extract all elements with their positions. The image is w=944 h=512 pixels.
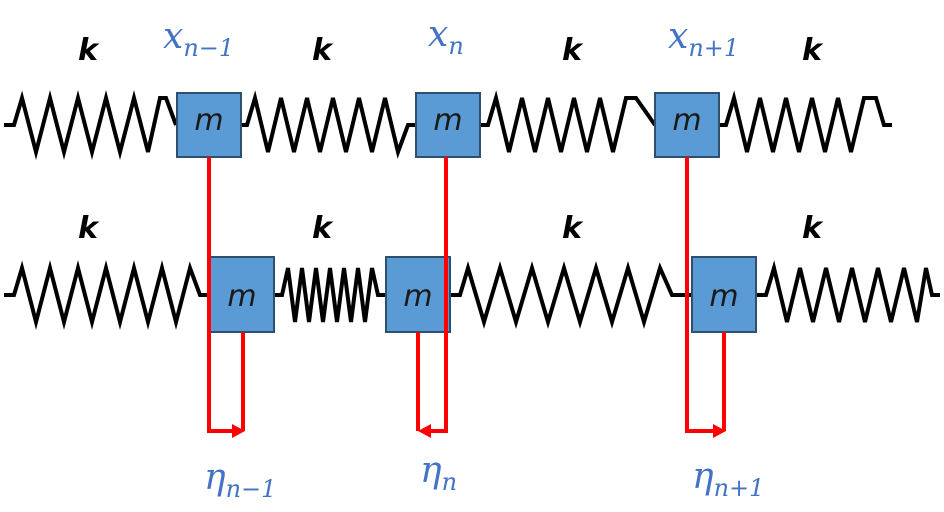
mass-label-bottom-3: m	[709, 279, 738, 314]
spring-constant-label-top-2: k	[312, 33, 334, 68]
spring-top-4	[719, 90, 892, 153]
position-label-x-n-minus-1: xn−1	[163, 16, 234, 62]
spring-constant-label-bottom-3: k	[562, 211, 584, 246]
spring-constant-label-bottom-4: k	[802, 211, 824, 246]
position-subscript: n	[448, 32, 463, 60]
mass-bottom-n-plus-1	[691, 256, 757, 333]
position-symbol: x	[668, 16, 688, 57]
position-symbol: x	[428, 14, 448, 55]
spring-top-2	[241, 90, 416, 159]
displacement-n-plus-1	[685, 157, 726, 438]
displacement-symbol: η	[204, 457, 226, 498]
position-label-x-n: xn	[428, 14, 464, 60]
spring-constant-label-top-4: k	[802, 33, 824, 68]
displaced-row: m m m k k k k	[4, 211, 940, 333]
displacement-subscript: n+1	[714, 474, 765, 502]
equilibrium-row: m m m k k k k xn−1 xn xn+1	[4, 14, 892, 160]
spring-top-1	[4, 90, 178, 160]
mass-top-n	[415, 92, 481, 158]
spring-constant-label-top-1: k	[78, 33, 100, 68]
arrow-right-icon	[232, 424, 245, 438]
displacement-label-eta-n-plus-1: ηn+1	[692, 456, 764, 502]
position-symbol: x	[163, 16, 183, 57]
spring-bottom-1	[4, 260, 210, 330]
arrow-right-icon	[713, 424, 726, 438]
spring-constant-label-bottom-2: k	[312, 211, 334, 246]
displacement-n-minus-1	[207, 157, 245, 438]
position-subscript: n+1	[688, 34, 739, 62]
displacement-symbol: η	[420, 450, 442, 491]
spring-bottom-2	[274, 267, 386, 323]
mass-label-top-1: m	[194, 103, 223, 138]
displacement-label-eta-n: ηn	[420, 450, 457, 496]
mass-label-bottom-1: m	[227, 279, 256, 314]
displacement-label-eta-n-minus-1: ηn−1	[204, 457, 276, 503]
mass-label-top-2: m	[433, 103, 462, 138]
mass-top-n-minus-1	[176, 92, 242, 158]
spring-bottom-4	[756, 260, 940, 323]
displacement-bracket	[431, 157, 448, 433]
mass-label-bottom-2: m	[403, 279, 432, 314]
spring-top-3	[480, 90, 657, 153]
spring-bottom-3	[450, 260, 692, 330]
position-subscript: n−1	[183, 34, 234, 62]
arrow-left-icon	[418, 424, 431, 438]
displacement-n	[416, 157, 448, 438]
displacement-indicators: ηn−1 ηn ηn+1	[204, 157, 764, 503]
spring-constant-label-bottom-1: k	[78, 211, 100, 246]
mass-label-top-3: m	[672, 103, 701, 138]
position-label-x-n-plus-1: xn+1	[668, 16, 739, 62]
displacement-subscript: n	[442, 468, 457, 496]
displacement-subscript: n−1	[226, 475, 277, 503]
mass-bottom-n-minus-1	[209, 256, 275, 333]
displacement-symbol: η	[692, 456, 714, 497]
displacement-bracket	[685, 157, 713, 433]
displacement-bracket	[207, 157, 232, 433]
spring-constant-label-top-3: k	[562, 33, 584, 68]
